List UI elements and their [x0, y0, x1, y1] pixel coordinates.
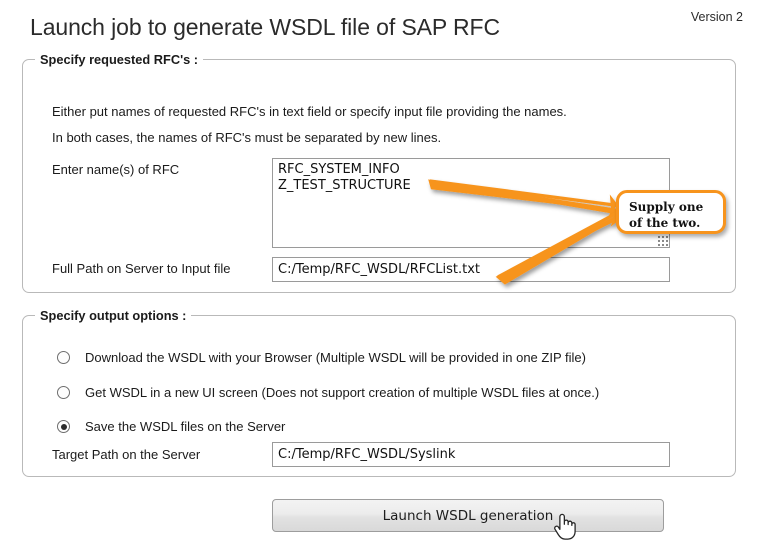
rfc-info-line-1: Either put names of requested RFC's in t… [52, 104, 567, 119]
rfc-names-textarea[interactable] [272, 158, 670, 248]
rfc-fieldset-legend: Specify requested RFC's : [35, 52, 204, 67]
version-label: Version 2 [690, 10, 743, 24]
radio-label-download-browser: Download the WSDL with your Browser (Mul… [85, 350, 586, 365]
rfc-info-line-2: In both cases, the names of RFC's must b… [52, 130, 442, 145]
radio-option-save-on-server[interactable]: Save the WSDL files on the Server [57, 419, 285, 434]
launch-wsdl-generation-button[interactable]: Launch WSDL generation [272, 499, 664, 532]
rfc-fieldset: Specify requested RFC's : [22, 52, 736, 293]
radio-indicator-download-browser[interactable] [57, 351, 70, 364]
radio-option-new-ui-screen[interactable]: Get WSDL in a new UI screen (Does not su… [57, 385, 599, 400]
page-title: Launch job to generate WSDL file of SAP … [30, 14, 501, 40]
output-fieldset-legend: Specify output options : [35, 308, 192, 323]
callout-text: Supply one of the two. [629, 200, 704, 230]
callout-bubble: Supply one of the two. [616, 190, 726, 234]
radio-label-new-ui-screen: Get WSDL in a new UI screen (Does not su… [85, 385, 600, 400]
rfc-names-label: Enter name(s) of RFC [52, 162, 180, 177]
target-path-label: Target Path on the Server [52, 447, 201, 462]
radio-option-download-browser[interactable]: Download the WSDL with your Browser (Mul… [57, 350, 586, 365]
radio-indicator-new-ui-screen[interactable] [57, 386, 70, 399]
mouse-cursor-hand-icon [554, 513, 576, 540]
radio-indicator-save-on-server[interactable] [57, 420, 70, 433]
output-fieldset: Specify output options : [22, 308, 736, 477]
radio-label-save-on-server: Save the WSDL files on the Server [85, 419, 286, 434]
input-file-path-label: Full Path on Server to Input file [52, 261, 231, 276]
input-file-path-field[interactable] [272, 257, 670, 282]
target-path-field[interactable] [272, 442, 670, 467]
